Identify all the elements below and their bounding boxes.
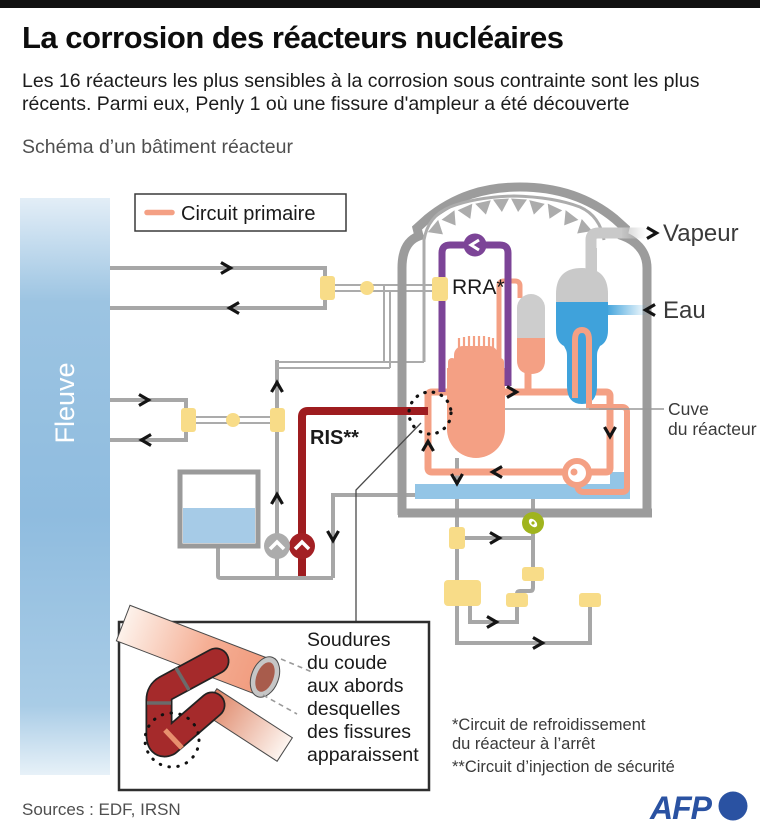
steam-water-lines [585, 227, 648, 315]
inset-caption: Soudures du coude aux abords desquelles … [307, 629, 419, 766]
top-bar [0, 0, 760, 8]
inset-line-6: apparaissent [307, 744, 419, 766]
page-title: La corrosion des réacteurs nucléaires [22, 20, 564, 55]
spray-pump [264, 533, 290, 559]
afp-logo-text: AFP [649, 790, 713, 826]
containment-building [397, 182, 652, 518]
steam-generator [556, 248, 608, 408]
footnotes: *Circuit de refroidissement du réacteur … [452, 716, 675, 776]
sg-u-tube [572, 326, 592, 408]
primary-pump [562, 458, 592, 488]
inset-line-3: aux abords [307, 675, 404, 697]
vessel-label-line2: du réacteur [668, 419, 757, 439]
legend-label: Circuit primaire [181, 203, 315, 225]
footnote-ris: **Circuit d’injection de sécurité [452, 758, 675, 776]
green-valve [522, 512, 544, 534]
pipe-opening [249, 656, 281, 698]
rra-pump [463, 233, 487, 257]
afp-logo-dot [718, 791, 748, 821]
page-subtitle: Les 16 réacteurs les plus sensibles à la… [22, 70, 700, 115]
afp-logo: AFP [649, 790, 748, 826]
inset-line-4: desquelles [307, 698, 400, 720]
steam-label: Vapeur [663, 220, 739, 247]
weld-line-1 [174, 667, 191, 691]
weld-line-3 [163, 728, 184, 750]
reactor-vessel [447, 336, 505, 458]
footnote-rra-line2: du réacteur à l’arrêt [452, 735, 595, 753]
yellow-components [181, 276, 601, 607]
river-band: Fleuve [20, 198, 110, 775]
legend: Circuit primaire [134, 193, 347, 232]
rra-label: RRA* [452, 276, 505, 299]
weld-highlight-circle [407, 390, 453, 436]
inset-line-5: des fissures [307, 721, 411, 743]
ris-pump [289, 533, 315, 559]
elbow-pipe [145, 647, 230, 758]
perspective-dashes [262, 658, 313, 715]
pressurizer [517, 294, 545, 374]
vessel-label-line1: Cuve [668, 399, 709, 419]
river-label: Fleuve [50, 362, 80, 443]
primary-circuit [424, 278, 630, 495]
spray-ring [422, 194, 606, 241]
ris-label: RIS** [310, 427, 359, 449]
water-tank [177, 469, 261, 549]
rra-circuit [438, 233, 512, 392]
inset-line-2: du coude [307, 652, 387, 674]
sources: Sources : EDF, IRSN [22, 800, 181, 819]
inset-weld-circle [143, 711, 201, 769]
gray-piping [110, 266, 592, 645]
inset-leader-line [355, 422, 422, 622]
inset-line-1: Soudures [307, 629, 391, 651]
diagram-caption: Schéma d’un bâtiment réacteur [22, 136, 293, 158]
ris-circuit [264, 407, 428, 576]
weld-inset: Soudures du coude aux abords desquelles … [115, 604, 431, 792]
footnote-rra-line1: *Circuit de refroidissement [452, 716, 646, 734]
water-label: Eau [663, 297, 706, 324]
